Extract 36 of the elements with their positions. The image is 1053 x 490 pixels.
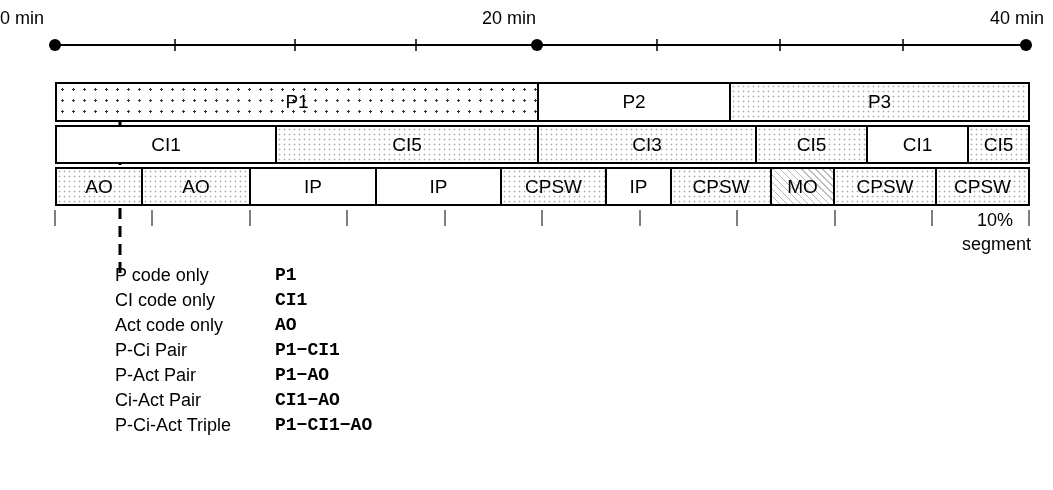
activity-segment: CPSW [500, 167, 607, 206]
activity-segment: CPSW [670, 167, 772, 206]
activity-segment: CPSW [833, 167, 937, 206]
phase-segment: P2 [537, 82, 731, 122]
code-example: CI1 [275, 290, 308, 310]
phase-segment: P3 [729, 82, 1030, 122]
category-segment: CI3 [537, 125, 757, 164]
code-type-label: Act code only [115, 315, 224, 336]
code-example: P1−CI1−AO [275, 415, 373, 435]
category-segment: CI1 [866, 125, 969, 164]
activity-segment: IP [249, 167, 377, 206]
code-example: P1−CI1 [275, 340, 340, 360]
code-example: AO [275, 315, 297, 335]
code-example: P1 [275, 265, 297, 285]
category-segment: CI1 [55, 125, 277, 164]
activity-segment: AO [141, 167, 251, 206]
activity-segment: IP [605, 167, 672, 206]
code-type-label: P-Ci-Act Triple [115, 415, 231, 436]
code-type-label: Ci-Act Pair [115, 390, 201, 411]
time-label: 20 min [482, 8, 537, 29]
activity-segment: IP [375, 167, 502, 206]
code-type-label: P code only [115, 265, 209, 286]
category-segment: CI5 [755, 125, 868, 164]
activity-segment: CPSW [935, 167, 1030, 206]
activity-segment: AO [55, 167, 143, 206]
category-segment: CI5 [967, 125, 1030, 164]
code-type-label: P-Act Pair [115, 365, 197, 386]
time-label: 0 min [0, 8, 44, 29]
phase-segment: P1 [55, 82, 539, 122]
code-type-label: CI code only [115, 290, 216, 311]
code-example: P1−AO [275, 365, 329, 385]
code-example: CI1−AO [275, 390, 340, 410]
code-type-label: P-Ci Pair [115, 340, 187, 361]
activity-segment: MO [770, 167, 835, 206]
time-label: 40 min [990, 8, 1045, 29]
category-segment: CI5 [275, 125, 539, 164]
